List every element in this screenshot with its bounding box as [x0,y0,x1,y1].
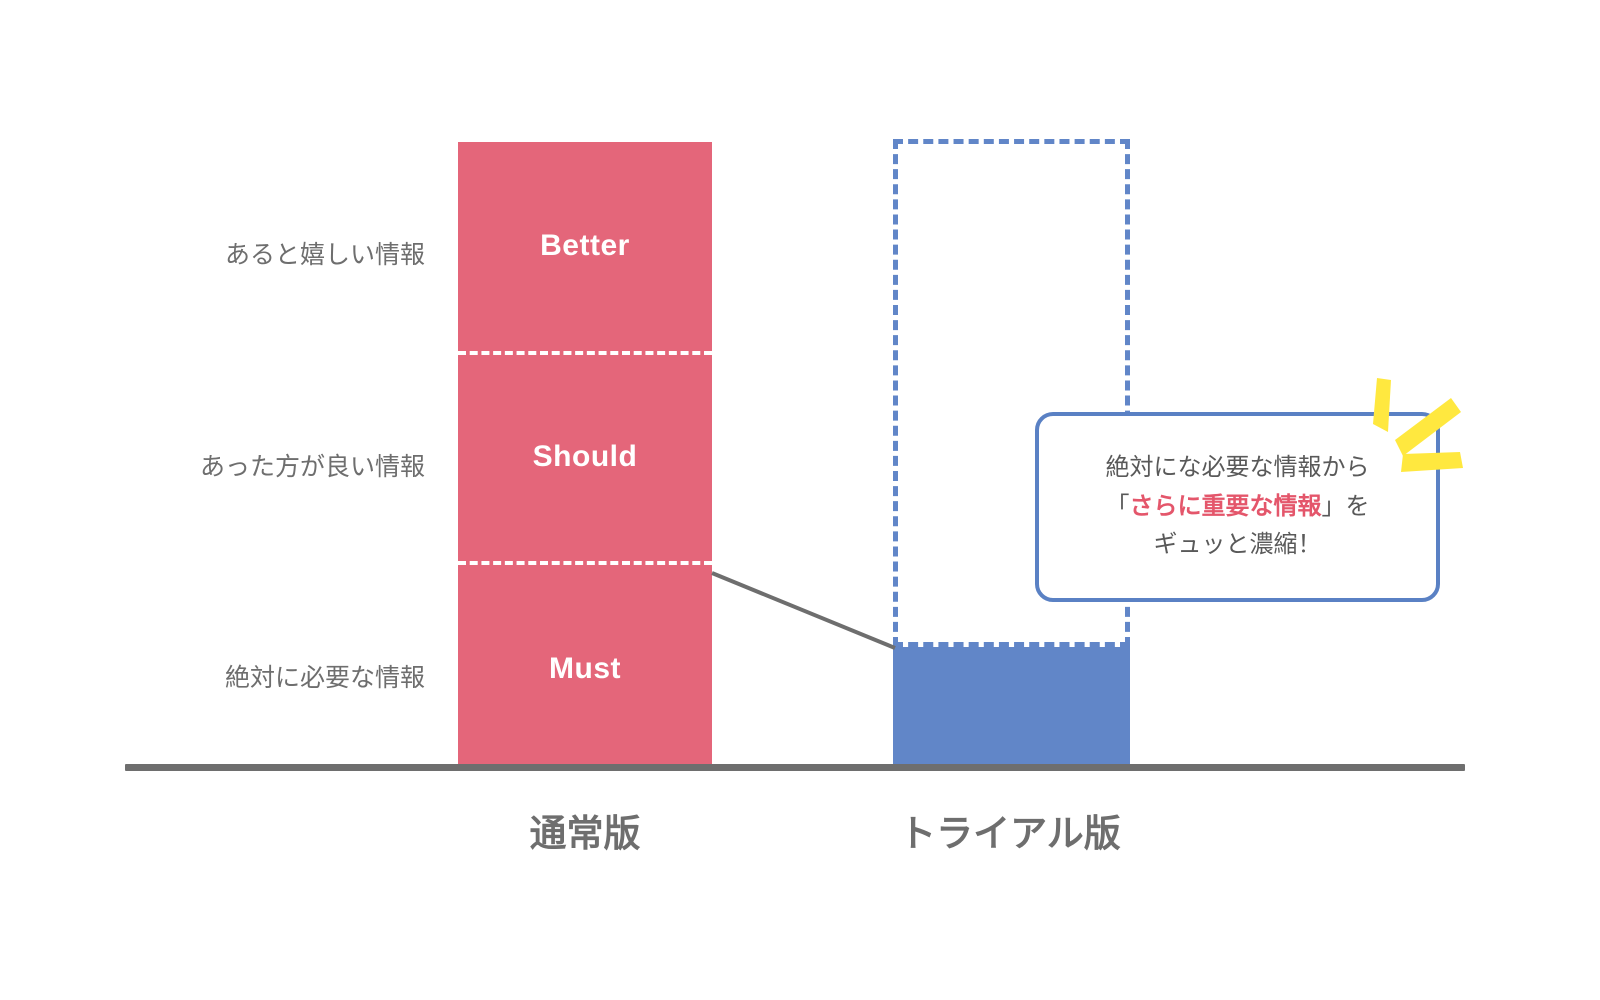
segment-divider-should-must [458,561,712,565]
connector-line [711,571,896,650]
bar-normal-version [458,142,712,767]
category-label-normal: 通常版 [529,813,641,854]
trial-ghost-outline [893,139,1130,647]
callout-quote-close: 」を [1321,492,1370,520]
category-label-trial: トライアル版 [899,813,1121,854]
tier-label-better: あると嬉しい情報 [224,241,425,269]
callout-emphasis: さらに重要な情報 [1129,492,1322,520]
callout-quote-open: 「 [1105,492,1130,520]
tier-label-should: あった方が良い情報 [199,453,425,481]
tier-label-must: 絶対に必要な情報 [224,664,425,692]
callout-line-3: ギュッと濃縮！ [1153,531,1322,559]
segment-label-should: Should [532,440,638,473]
callout-line-2: 「さらに重要な情報」を [1106,488,1370,527]
segment-label-better: Better [540,229,630,262]
baseline-axis [125,764,1465,771]
segment-divider-better-should [458,351,712,355]
callout-box: 絶対にな必要な情報から 「さらに重要な情報」を ギュッと濃縮！ [1035,412,1440,602]
callout-line-1: 絶対にな必要な情報から [1105,453,1370,481]
bar-trial-version [893,647,1130,767]
segment-label-must: Must [549,652,621,685]
